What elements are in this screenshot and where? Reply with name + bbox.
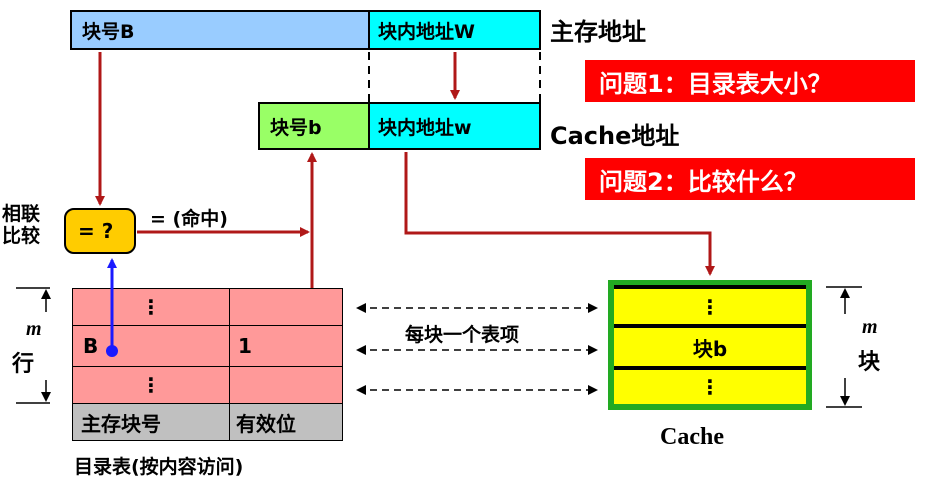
comparator-side-label-line1: 相联	[2, 203, 41, 225]
dir-row-1-valid-text: 1	[238, 334, 252, 358]
dir-header-tag-text: 主存块号	[81, 411, 161, 436]
mapping-label: 每块一个表项	[405, 324, 520, 346]
question1-text: 问题1：目录表大小？	[599, 69, 832, 98]
directory-caption: 目录表(按内容访问)	[74, 456, 244, 478]
main-block-field-label: 块号B	[82, 20, 135, 43]
cache-offset-field: 块内地址w	[368, 102, 541, 150]
cache-row-2-text: ⋮	[700, 375, 720, 399]
dir-row-1-tag: B	[72, 325, 230, 367]
hit-label: = (命中)	[150, 208, 228, 230]
dir-row-1-tag-text: B	[83, 334, 99, 358]
question2-text: 问题2：比较什么？	[599, 167, 808, 196]
main-offset-field: 块内地址W	[368, 10, 541, 50]
comparator-symbol: = ?	[78, 219, 114, 243]
dir-row-2-tag-text: ⋮	[141, 373, 161, 397]
cache-m-label: m	[862, 316, 878, 338]
dir-header-valid: 有效位	[229, 403, 343, 441]
comparator-side-label-line2: 比较	[2, 225, 41, 247]
dir-row-0-tag: ⋮	[72, 288, 230, 326]
cache-caption: Cache	[660, 424, 724, 450]
comparator-side-label: 相联 比较	[2, 203, 40, 247]
cache-block-field-label: 块号b	[270, 116, 322, 139]
cache-row-0-text: ⋮	[700, 295, 720, 319]
cache-row-2: ⋮	[614, 368, 806, 406]
question1-banner: 问题1：目录表大小？	[585, 60, 915, 102]
main-address-label: 主存地址	[550, 18, 646, 46]
main-block-field: 块号B	[70, 10, 370, 50]
cache-body	[608, 280, 812, 410]
cache-row-1-text: 块b	[692, 336, 728, 361]
dir-header-tag: 主存块号	[72, 403, 230, 441]
cache-row-0: ⋮	[614, 288, 806, 326]
cache-row-1: 块b	[614, 326, 806, 368]
dir-header-valid-text: 有效位	[236, 411, 296, 436]
question2-banner: 问题2：比较什么？	[585, 158, 915, 200]
directory-row-label: 行	[12, 352, 35, 377]
offset-to-cache-arrow	[404, 152, 715, 276]
dir-row-0-tag-text: ⋮	[141, 295, 161, 319]
main-offset-field-label: 块内地址W	[378, 20, 475, 43]
cache-offset-field-label: 块内地址w	[378, 116, 472, 139]
dir-row-0-valid	[229, 288, 343, 326]
comparator-box: = ?	[64, 208, 136, 254]
directory-m-label: m	[26, 318, 42, 340]
cache-block-label: 块	[858, 350, 881, 375]
cache-address-label: Cache地址	[550, 122, 680, 150]
